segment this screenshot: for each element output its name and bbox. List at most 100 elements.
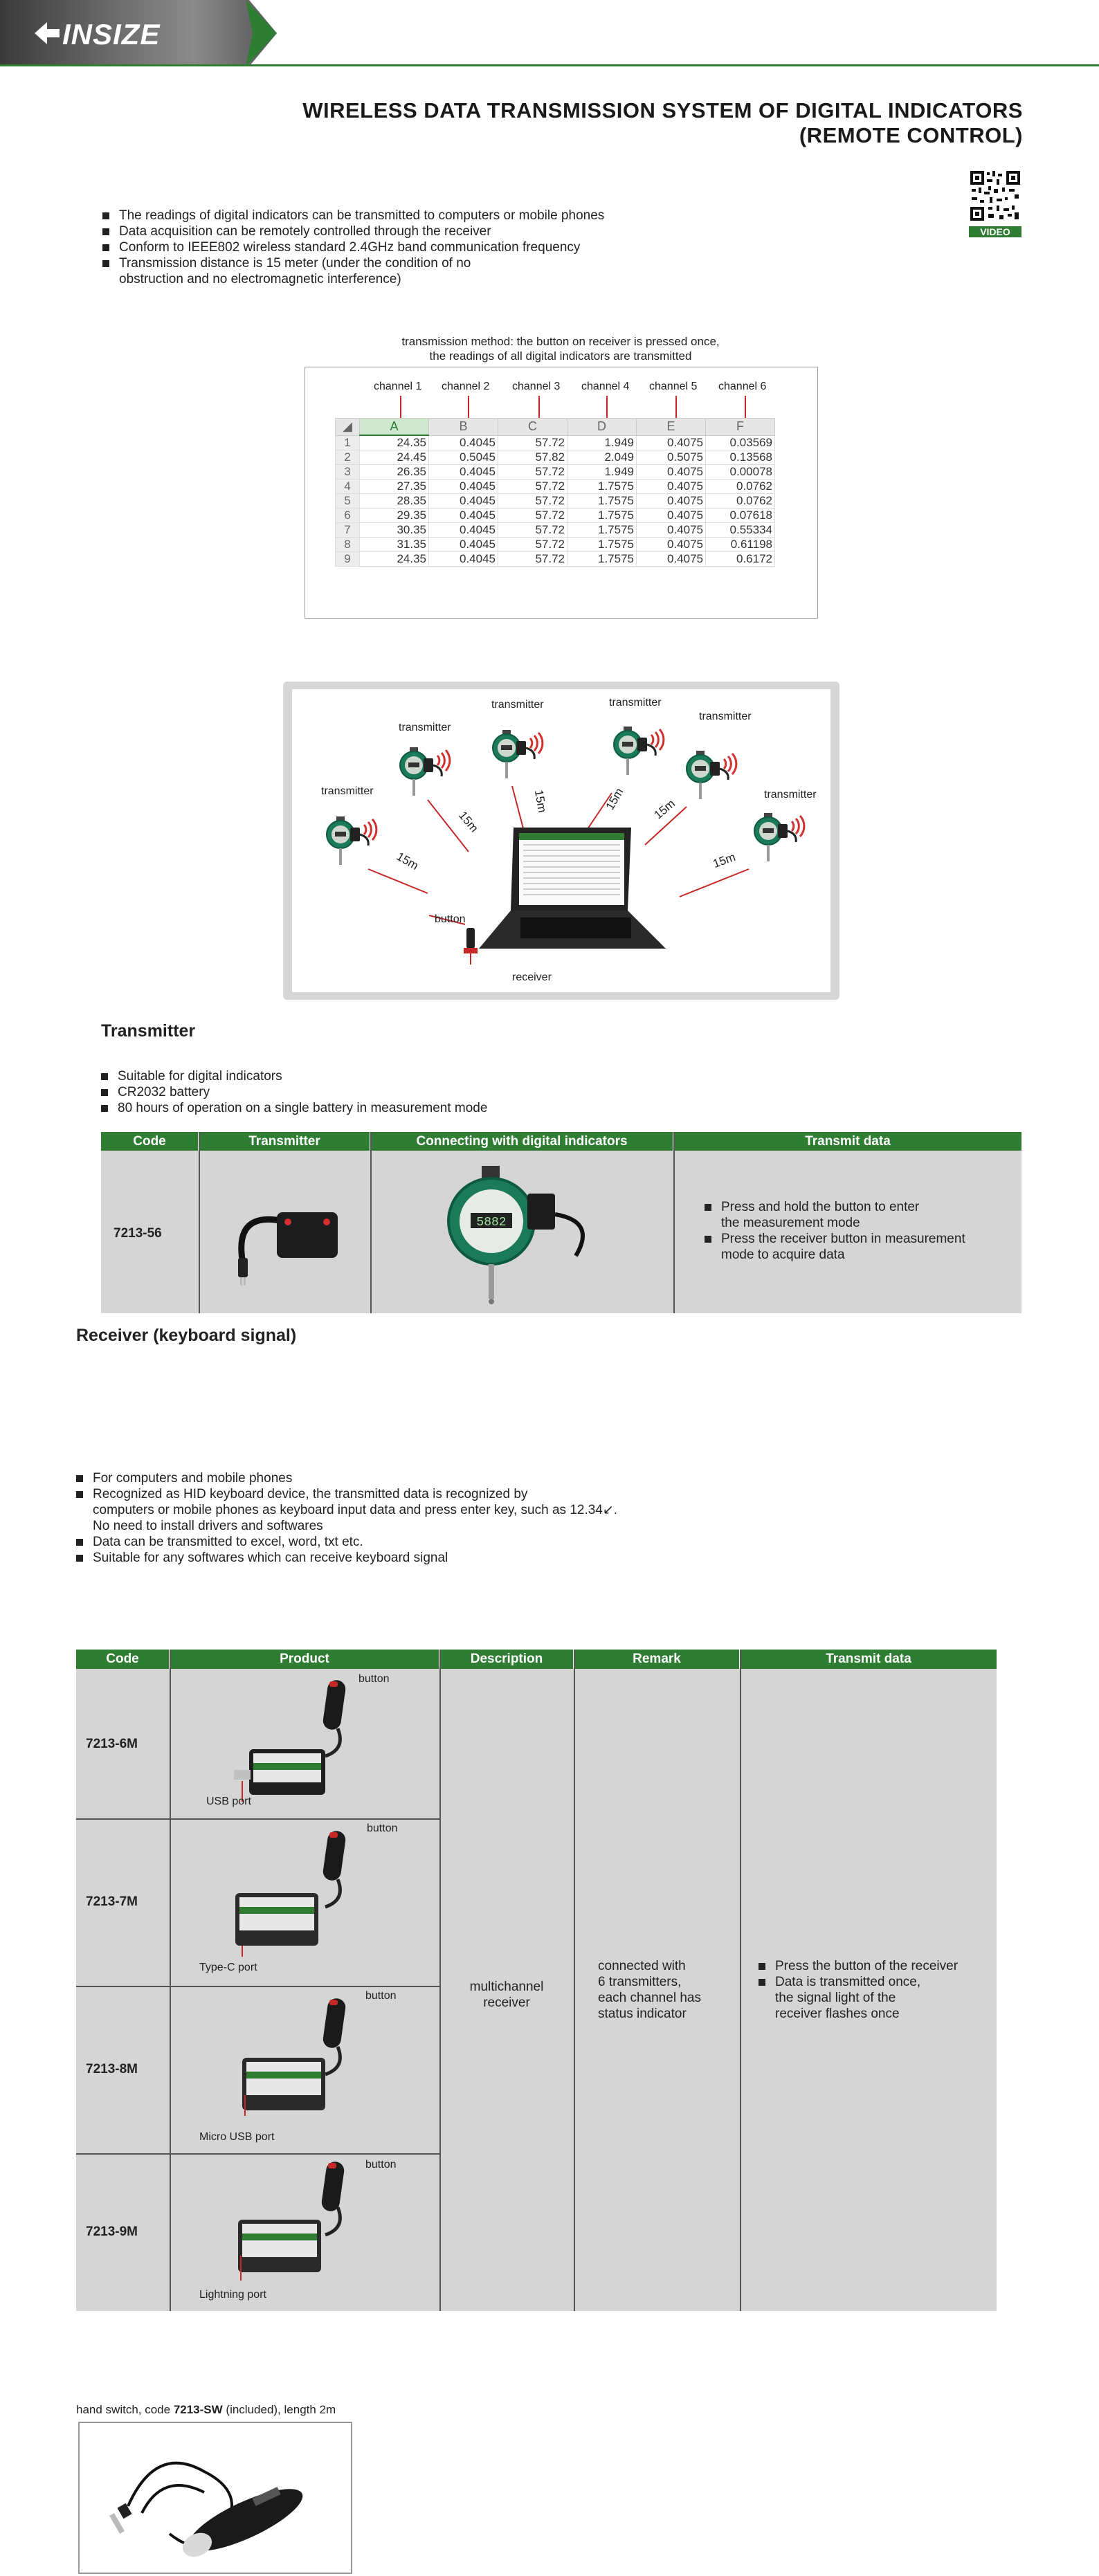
spreadsheet-cell: 1.7575 bbox=[567, 537, 637, 552]
spreadsheet-cell: 1.949 bbox=[567, 464, 637, 479]
spreadsheet-cell: 0.4045 bbox=[428, 508, 498, 523]
caption-text: (included), length 2m bbox=[222, 2403, 336, 2416]
receiver-heading: Receiver (keyboard signal) bbox=[76, 1326, 297, 1345]
spreadsheet-cell: 57.72 bbox=[498, 537, 567, 552]
network-diagram-graphic bbox=[325, 725, 806, 965]
network-diagram bbox=[292, 689, 830, 992]
table-header-remark: Remark bbox=[574, 1650, 739, 1669]
spreadsheet-cell: 1.7575 bbox=[567, 508, 637, 523]
video-qr-code[interactable]: VIDEO bbox=[969, 170, 1021, 237]
product-code: 7213-56 bbox=[113, 1226, 162, 1241]
table-divider bbox=[199, 1132, 200, 1313]
spreadsheet-cell: 0.0762 bbox=[705, 479, 775, 494]
table-divider bbox=[170, 1650, 171, 2311]
row-number-cell: 4 bbox=[335, 479, 360, 494]
row-number-cell: 1 bbox=[335, 435, 360, 450]
spreadsheet-cell: 1.7575 bbox=[567, 479, 637, 494]
spreadsheet-cell: 57.72 bbox=[498, 479, 567, 494]
list-item-continuation: receiver flashes once bbox=[775, 2007, 900, 2021]
list-item: Recognized as HID keyboard device, the t… bbox=[76, 1486, 699, 1502]
channel-label: channel 5 bbox=[649, 381, 698, 392]
description-line: receiver bbox=[483, 1995, 530, 2010]
port-label: Lightning port bbox=[199, 2289, 266, 2301]
transmitter-graphic bbox=[612, 725, 665, 776]
row-divider bbox=[76, 2153, 440, 2155]
table-header-code: Code bbox=[76, 1650, 169, 1669]
transmitter-label: transmitter bbox=[699, 711, 752, 722]
remark-line: connected with bbox=[598, 1959, 686, 1973]
spreadsheet-frame bbox=[305, 367, 818, 619]
spreadsheet-cell: 0.5045 bbox=[428, 450, 498, 465]
table-header-code: Code bbox=[101, 1132, 198, 1151]
remark-line: status indicator bbox=[598, 2007, 687, 2021]
table-header-transmit-data: Transmit data bbox=[741, 1650, 997, 1669]
channel-pointer bbox=[468, 396, 469, 423]
list-item: Data can be transmitted to excel, word, … bbox=[76, 1534, 699, 1550]
button-label: button bbox=[435, 913, 466, 925]
product-code: 7213-9M bbox=[86, 2225, 138, 2239]
transmitter-graphic bbox=[753, 812, 806, 863]
transmitter-label: transmitter bbox=[491, 699, 544, 711]
spreadsheet-cell: 0.4045 bbox=[428, 435, 498, 450]
list-item: Data acquisition can be remotely control… bbox=[102, 223, 725, 239]
receiver-lightning-image bbox=[238, 2162, 345, 2281]
product-code: 7213-8M bbox=[86, 2062, 138, 2076]
list-item: Data is transmitted once, bbox=[759, 1974, 994, 1990]
table-header-connecting: Connecting with digital indicators bbox=[371, 1132, 673, 1151]
spreadsheet-cell: 57.72 bbox=[498, 493, 567, 509]
receiver-typec-image bbox=[235, 1831, 346, 1957]
channel-pointer bbox=[400, 396, 401, 423]
laptop-graphic bbox=[464, 828, 666, 953]
spreadsheet-cell: 0.4075 bbox=[636, 464, 706, 479]
spreadsheet-cell: 24.35 bbox=[359, 435, 429, 450]
remark-line: each channel has bbox=[598, 1991, 701, 2005]
description-line: multichannel bbox=[469, 1980, 544, 1994]
channel-label: channel 1 bbox=[374, 381, 422, 392]
list-item: Press and hold the button to enter bbox=[705, 1199, 1009, 1215]
receiver-table-body bbox=[76, 1669, 997, 2311]
spreadsheet-cell: 0.6172 bbox=[705, 551, 775, 567]
spreadsheet-cell: 0.4045 bbox=[428, 493, 498, 509]
row-number-cell: 6 bbox=[335, 508, 360, 523]
header-divider bbox=[0, 64, 1099, 66]
qr-code-icon bbox=[969, 170, 1021, 222]
spreadsheet-cell: 0.4045 bbox=[428, 464, 498, 479]
spreadsheet-cell: 0.4075 bbox=[636, 479, 706, 494]
product-code: 7213-6M bbox=[86, 1737, 138, 1751]
spreadsheet-cell: 0.07618 bbox=[705, 508, 775, 523]
list-item: Press the receiver button in measurement bbox=[705, 1231, 1009, 1247]
table-header-transmitter: Transmitter bbox=[199, 1132, 370, 1151]
spreadsheet-cell: 1.949 bbox=[567, 435, 637, 450]
spreadsheet-caption: transmission method: the button on recei… bbox=[305, 334, 817, 363]
spreadsheet-cell: 0.4075 bbox=[636, 537, 706, 552]
channel-pointer bbox=[538, 396, 540, 423]
brand-logo: INSIZE bbox=[62, 18, 161, 51]
caption-line: the readings of all digital indicators a… bbox=[429, 349, 692, 363]
transmitter-bullet-list: Suitable for digital indicators CR2032 b… bbox=[101, 1068, 585, 1116]
button-label: button bbox=[365, 2159, 397, 2171]
spreadsheet-cell: 0.00078 bbox=[705, 464, 775, 479]
spreadsheet-cell: 57.72 bbox=[498, 464, 567, 479]
channel-pointer bbox=[745, 396, 746, 423]
list-item-continuation: the measurement mode bbox=[721, 1216, 860, 1230]
spreadsheet-cell: 1.7575 bbox=[567, 522, 637, 538]
button-label: button bbox=[367, 1823, 398, 1834]
spreadsheet-cell: 0.4045 bbox=[428, 522, 498, 538]
caption-line: transmission method: the button on recei… bbox=[401, 335, 720, 348]
spreadsheet-cell: 24.45 bbox=[359, 450, 429, 465]
transmitter-label: transmitter bbox=[321, 785, 374, 797]
row-number-cell: 7 bbox=[335, 522, 360, 538]
spreadsheet-cell: 0.4075 bbox=[636, 435, 706, 450]
spreadsheet-cell: 57.72 bbox=[498, 522, 567, 538]
hand-switch-image bbox=[109, 2461, 303, 2557]
channel-pointer bbox=[675, 396, 677, 423]
channel-label: channel 3 bbox=[512, 381, 561, 392]
transmitter-label: transmitter bbox=[764, 789, 817, 801]
table-divider bbox=[574, 1650, 575, 2311]
caption-text: hand switch, code bbox=[76, 2403, 174, 2416]
column-header: D bbox=[567, 418, 637, 436]
receiver-microusb-image bbox=[242, 1998, 346, 2116]
port-label: USB port bbox=[206, 1796, 251, 1807]
